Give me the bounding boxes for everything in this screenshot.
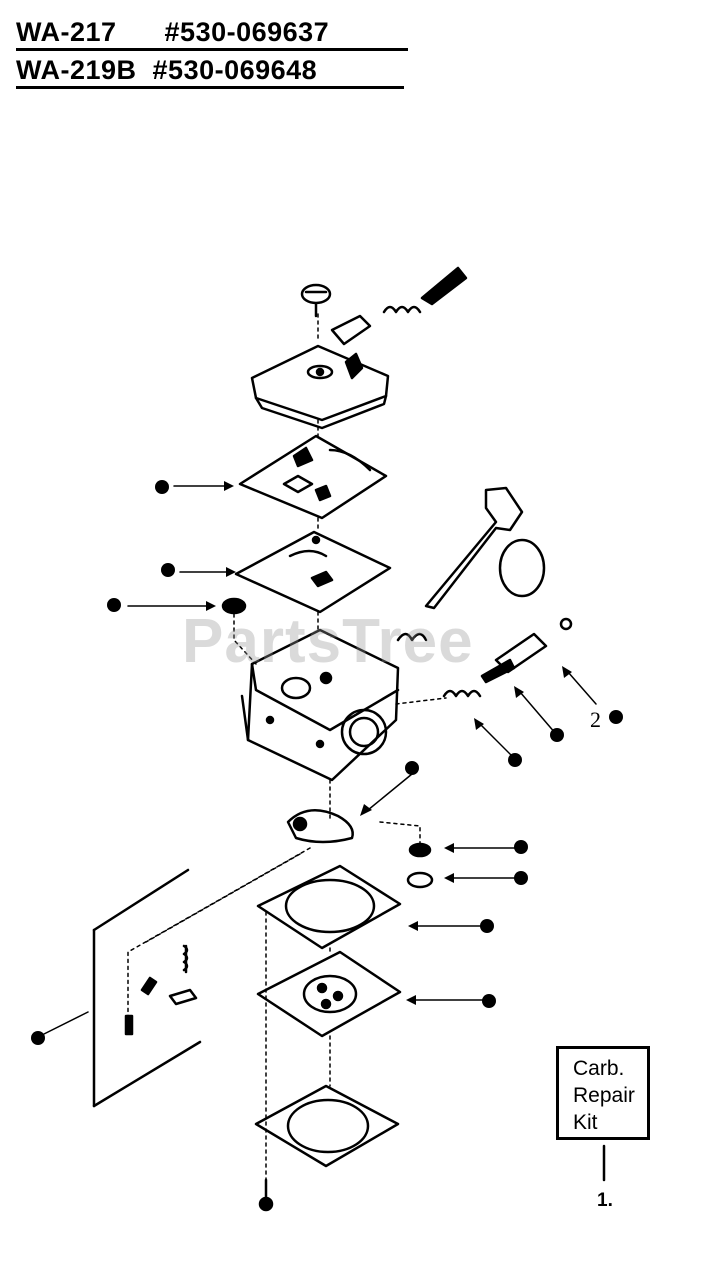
model-title-wa-219b: WA-219B #530-069648 — [16, 55, 404, 89]
metering-diaphragm — [256, 950, 402, 1038]
kit-reference-number: 1. — [597, 1190, 613, 1211]
carb-repair-kit-box: Carb. Repair Kit — [556, 1046, 650, 1140]
pump-diaphragm — [234, 530, 392, 614]
adjustment-needles — [442, 658, 516, 698]
callout-number-2: 2 — [590, 707, 601, 732]
kit-line-3: Kit — [573, 1111, 598, 1134]
callout-arrows — [39, 485, 597, 1037]
assembly-leader-lines — [127, 313, 447, 1181]
adjust-spring-needle-upper — [382, 266, 468, 314]
metering-cover — [254, 1084, 400, 1168]
callout-bullets — [31, 480, 623, 1045]
metering-gasket — [256, 864, 402, 950]
metering-lever — [286, 809, 354, 844]
bottom-screw — [258, 1178, 274, 1212]
pump-gasket — [238, 434, 388, 520]
inlet-screen — [221, 597, 247, 615]
model-title-wa-217: WA-217 #530-069637 — [16, 17, 408, 51]
check-valve-disc — [406, 842, 434, 889]
fuel-pump-parts-group — [92, 868, 202, 1108]
watermark-text: PartsTree — [182, 607, 474, 676]
arrowheads — [206, 481, 572, 1005]
cover-screw — [300, 283, 332, 318]
pump-cover — [250, 314, 390, 430]
kit-line-1: Carb. — [573, 1057, 625, 1080]
kit-line-2: Repair — [573, 1084, 635, 1107]
carburetor-body — [240, 628, 400, 782]
